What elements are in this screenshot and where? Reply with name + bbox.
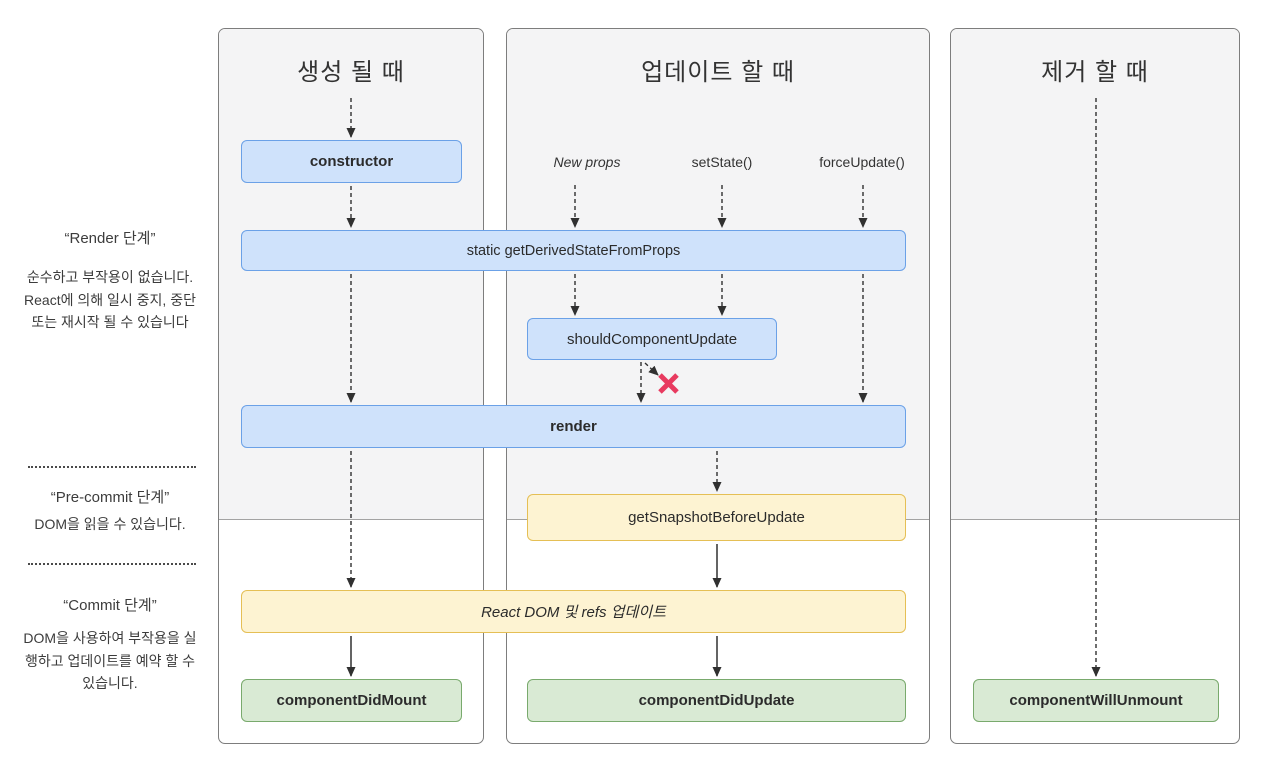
- mount-column-panel: 생성 될 때: [218, 28, 484, 744]
- unmount-column-title: 제거 할 때: [1041, 59, 1149, 86]
- react-dom-refs-update-box: React DOM 및 refs 업데이트: [241, 590, 906, 633]
- trigger-new-props: New props: [553, 154, 621, 170]
- update-column-panel: 업데이트 할 때: [506, 28, 930, 744]
- trigger-set-state: setState(): [691, 154, 753, 170]
- getderivedstatefromprops-box[interactable]: static getDerivedStateFromProps: [241, 230, 906, 271]
- render-phase-title: “Render 단계”: [64, 230, 156, 247]
- mount-column-title: 생성 될 때: [297, 59, 405, 86]
- commit-phase-title: “Commit 단계”: [63, 597, 157, 614]
- precommit-phase-description: DOM을 읽을 수 있습니다.: [34, 516, 186, 532]
- update-column-title: 업데이트 할 때: [641, 59, 795, 86]
- phase-divider-top: [28, 466, 196, 468]
- precommit-phase-title: “Pre-commit 단계”: [50, 489, 170, 506]
- phase-divider-bottom: [28, 563, 196, 565]
- componentwillunmount-box[interactable]: componentWillUnmount: [973, 679, 1219, 722]
- shouldcomponentupdate-box[interactable]: shouldComponentUpdate: [527, 318, 777, 360]
- commit-phase-description: DOM을 사용하여 부작용을 실행하고 업데이트를 예약 할 수 있습니다.: [23, 630, 197, 692]
- trigger-force-update: forceUpdate(): [819, 154, 905, 170]
- unmount-column-panel: 제거 할 때: [950, 28, 1240, 744]
- render-box[interactable]: render: [241, 405, 906, 448]
- render-phase-description: 순수하고 부작용이 없습니다. React에 의해 일시 중지, 중단 또는 재…: [24, 269, 196, 331]
- componentdidmount-box[interactable]: componentDidMount: [241, 679, 462, 722]
- componentdidupdate-box[interactable]: componentDidUpdate: [527, 679, 906, 722]
- constructor-box[interactable]: constructor: [241, 140, 462, 183]
- unmount-render-phase-shade: [951, 29, 1239, 520]
- getsnapshotbeforeupdate-box[interactable]: getSnapshotBeforeUpdate: [527, 494, 906, 541]
